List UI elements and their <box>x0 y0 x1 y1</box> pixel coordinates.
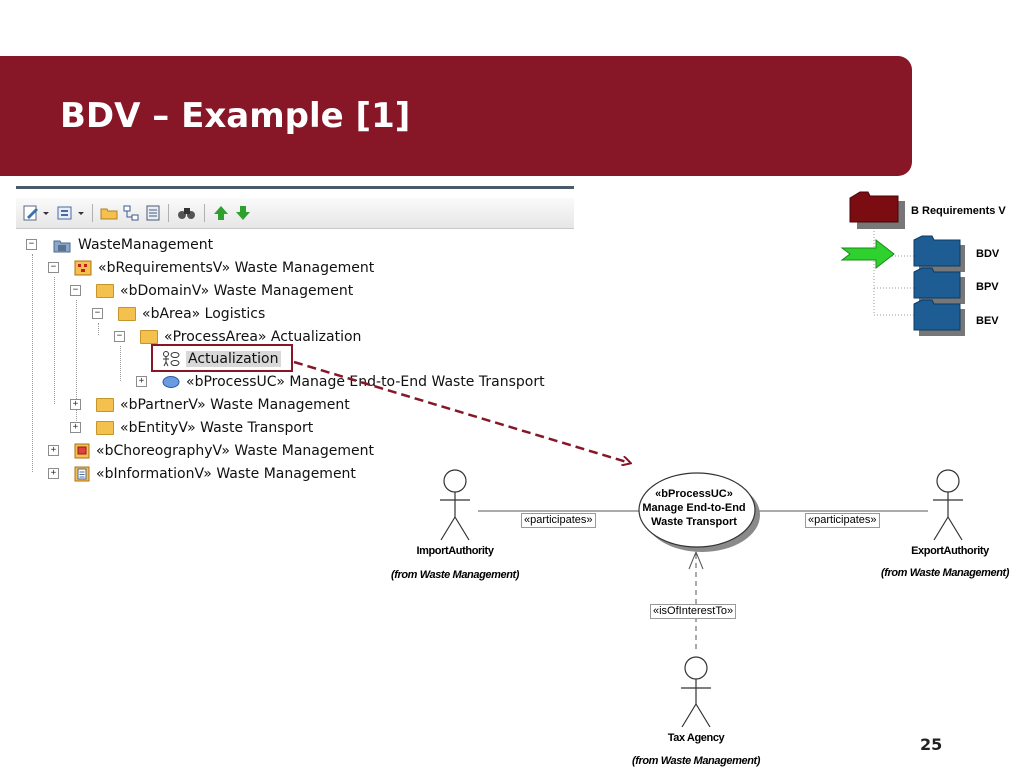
legend-folder-bpv <box>913 267 965 304</box>
title-banner <box>0 56 912 176</box>
tree-node-information-view[interactable]: «bInformationV» Waste Management <box>74 463 356 484</box>
participates-label-right: «participates» <box>805 513 880 528</box>
use-case-name-line1: Manage End-to-End <box>642 502 746 514</box>
use-case-label[interactable]: «bProcessUC» Manage End-to-End Waste Tra… <box>630 487 758 529</box>
folder-icon <box>96 283 114 298</box>
dropdown-arrow-icon[interactable] <box>76 204 86 222</box>
tree-collapse-toggle[interactable]: − <box>114 331 125 342</box>
tree-node-label: «bEntityV» Waste Transport <box>120 419 314 436</box>
tree-expand-toggle[interactable]: + <box>48 445 59 456</box>
tree-node-process-area-actualization[interactable]: «ProcessArea» Actualization <box>140 326 361 347</box>
actor-origin-export-authority: (from Waste Management) <box>880 567 1010 579</box>
tree-expand-toggle[interactable]: + <box>70 422 81 433</box>
use-case-stereotype: «bProcessUC» <box>655 488 733 500</box>
choreography-view-icon <box>74 443 90 458</box>
legend-folder-bdv <box>913 235 965 272</box>
folder-icon[interactable] <box>100 204 118 222</box>
toolbar-separator <box>168 204 169 222</box>
edit-icon[interactable] <box>22 204 40 222</box>
tree-node-label: Actualization <box>186 350 281 367</box>
legend-label-bdv: BDV <box>976 248 1000 260</box>
current-view-arrow <box>840 238 895 270</box>
tree-expand-toggle[interactable]: + <box>136 376 147 387</box>
document-icon[interactable] <box>144 204 162 222</box>
tree-expand-toggle[interactable]: + <box>48 468 59 479</box>
actor-name-tax-agency: Tax Agency <box>667 732 725 744</box>
legend-label-bpv: BPV <box>976 281 999 293</box>
dependency-arrowhead <box>688 550 704 570</box>
package-root-icon <box>53 240 71 252</box>
toolbar-separator <box>92 204 93 222</box>
folder-icon <box>96 420 114 435</box>
folder-icon <box>140 329 158 344</box>
folder-icon <box>118 306 136 321</box>
tree-node-choreography-view[interactable]: «bChoreographyV» Waste Management <box>74 440 374 461</box>
slide-title: BDV – Example [1] <box>60 96 411 136</box>
tree-connector <box>54 277 55 404</box>
panel-top-border <box>16 186 574 189</box>
tree-node-actualization-diagram[interactable]: Actualization <box>162 348 281 369</box>
legend-folder-bev <box>913 299 965 336</box>
tree-node-process-uc[interactable]: «bProcessUC» Manage End-to-End Waste Tra… <box>162 371 545 392</box>
actor-origin-import-authority: (from Waste Management) <box>390 569 520 581</box>
hierarchy-icon[interactable] <box>122 204 140 222</box>
use-case-icon <box>162 375 180 388</box>
actor-figure-tax-agency <box>681 656 711 728</box>
tree-expand-toggle[interactable]: + <box>70 399 81 410</box>
toolbar-separator <box>204 204 205 222</box>
tree-collapse-toggle[interactable]: − <box>92 308 103 319</box>
tree-collapse-toggle[interactable]: − <box>48 262 59 273</box>
find-icon[interactable] <box>176 204 198 222</box>
tree-collapse-toggle[interactable]: − <box>70 285 81 296</box>
tree-node-entity-view[interactable]: «bEntityV» Waste Transport <box>96 417 313 438</box>
page-number: 25 <box>920 735 943 754</box>
move-down-icon[interactable] <box>234 204 252 222</box>
dropdown-arrow-icon[interactable] <box>41 204 51 222</box>
browser-toolbar <box>16 198 574 229</box>
view-legend-graphic <box>840 191 965 336</box>
actor-origin-tax-agency: (from Waste Management) <box>631 755 761 767</box>
view-icon[interactable] <box>56 204 74 222</box>
actor-name-import-authority: ImportAuthority <box>416 545 494 557</box>
legend-label-b-requirements-v: B Requirements V <box>911 205 1006 217</box>
move-up-icon[interactable] <box>212 204 230 222</box>
legend-label-bev: BEV <box>976 315 999 327</box>
tree-node-waste-management-root[interactable]: WasteManagement <box>52 234 213 255</box>
actor-name-export-authority: ExportAuthority <box>911 545 989 557</box>
folder-icon <box>96 397 114 412</box>
tree-node-requirements-view[interactable]: «bRequirementsV» Waste Management <box>74 257 374 278</box>
tree-node-partner-view[interactable]: «bPartnerV» Waste Management <box>96 394 350 415</box>
tree-node-label: «bProcessUC» Manage End-to-End Waste Tra… <box>186 373 545 390</box>
requirements-view-icon <box>74 260 92 275</box>
tree-node-label: «bArea» Logistics <box>142 305 266 322</box>
information-view-icon <box>74 466 90 481</box>
legend-connector-lines <box>873 222 914 316</box>
tree-node-area-logistics[interactable]: «bArea» Logistics <box>118 303 265 324</box>
tree-node-label: WasteManagement <box>78 236 214 253</box>
participates-label-left: «participates» <box>521 513 596 528</box>
tree-node-label: «bRequirementsV» Waste Management <box>98 259 375 276</box>
tree-node-label: «bChoreographyV» Waste Management <box>96 442 374 459</box>
tree-node-label: «ProcessArea» Actualization <box>164 328 362 345</box>
tree-connector <box>76 300 77 427</box>
use-case-diagram-icon <box>163 350 180 366</box>
legend-folder-b-requirements-v <box>849 191 905 229</box>
actor-figure-export-authority <box>933 469 963 541</box>
tree-node-label: «bInformationV» Waste Management <box>96 465 356 482</box>
tree-node-domain-view[interactable]: «bDomainV» Waste Management <box>96 280 353 301</box>
use-case-name-line2: Waste Transport <box>651 516 737 528</box>
tree-connector <box>98 323 99 335</box>
tree-collapse-toggle[interactable]: − <box>26 239 37 250</box>
tree-connector <box>32 254 33 472</box>
selection-highlight-frame <box>151 344 293 372</box>
tree-node-label: «bDomainV» Waste Management <box>120 282 354 299</box>
interest-label: «isOfInterestTo» <box>650 604 737 619</box>
tree-node-label: «bPartnerV» Waste Management <box>120 396 350 413</box>
tree-connector <box>120 346 121 381</box>
